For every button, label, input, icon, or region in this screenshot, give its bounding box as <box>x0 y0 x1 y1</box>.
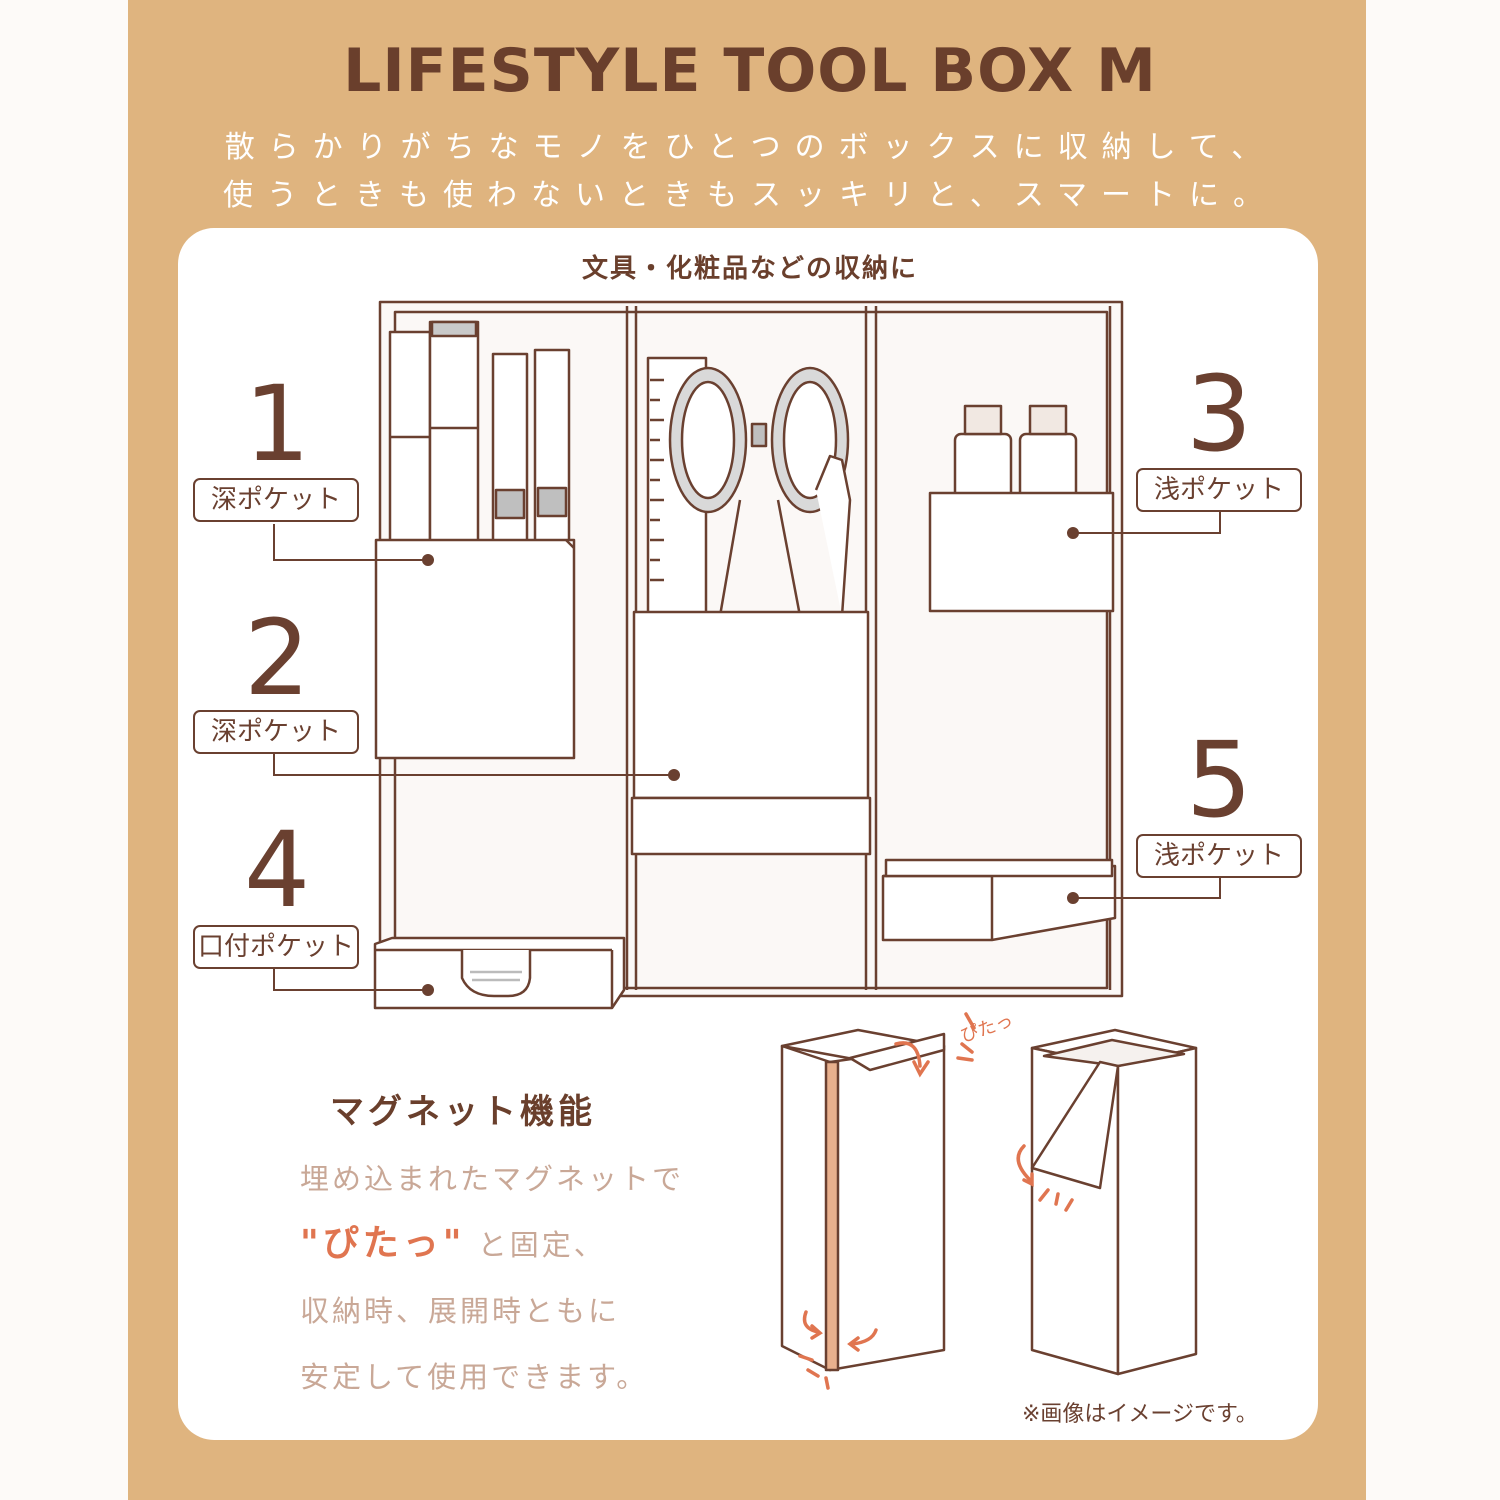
pocket-number-5: 5 <box>1186 719 1253 841</box>
pocket-2 <box>632 610 870 800</box>
image-disclaimer-note: ※画像はイメージです。 <box>1022 1402 1258 1427</box>
magnet-line-3: 収納時、展開時ともに <box>300 1294 621 1328</box>
pocket-label-2: 深ポケット <box>193 710 359 754</box>
pocket-number-1: 1 <box>244 363 311 485</box>
pocket-label-3: 浅ポケット <box>1136 468 1302 512</box>
pitatto-accent: "ぴたっ" <box>300 1223 466 1264</box>
pocket-label-5: 浅ポケット <box>1136 834 1302 878</box>
magnet-line-1: 埋め込まれたマグネットで <box>300 1162 685 1196</box>
leader-line-3 <box>1073 512 1221 534</box>
pocket-label-1: 深ポケット <box>193 478 359 522</box>
pocket-number-3: 3 <box>1186 353 1253 475</box>
leader-line-4 <box>273 968 428 991</box>
folded-box-closed <box>780 1028 946 1372</box>
pocket-number-4: 4 <box>244 809 311 931</box>
magnet-line-4: 安定して使用できます。 <box>300 1360 649 1394</box>
magnet-accent-marks <box>798 1012 1074 1390</box>
folded-box-open <box>1030 1028 1198 1376</box>
pocket-1 <box>374 538 576 760</box>
magnet-line-2-suffix: と固定、 <box>477 1228 606 1262</box>
page-title: LIFESTYLE TOOL BOX M <box>343 36 1157 106</box>
leader-line-5 <box>1073 878 1221 899</box>
subtitle-line-1: 散らかりがちなモノをひとつのボックスに収納して、 <box>224 130 1276 165</box>
magnet-feature-title: マグネット機能 <box>330 1092 596 1132</box>
pocket-label-4: 口付ポケット <box>193 925 359 969</box>
pocket-number-2: 2 <box>244 597 311 719</box>
leader-line-2 <box>273 752 674 776</box>
leader-line-1 <box>273 524 428 561</box>
magnet-line-2: "ぴたっ" と固定、 <box>300 1214 606 1266</box>
section-heading: 文具・化粧品などの収納に <box>581 254 918 284</box>
pocket-3 <box>928 491 1115 613</box>
subtitle-line-2: 使うときも使わないときもスッキリと、スマートに。 <box>223 178 1277 213</box>
